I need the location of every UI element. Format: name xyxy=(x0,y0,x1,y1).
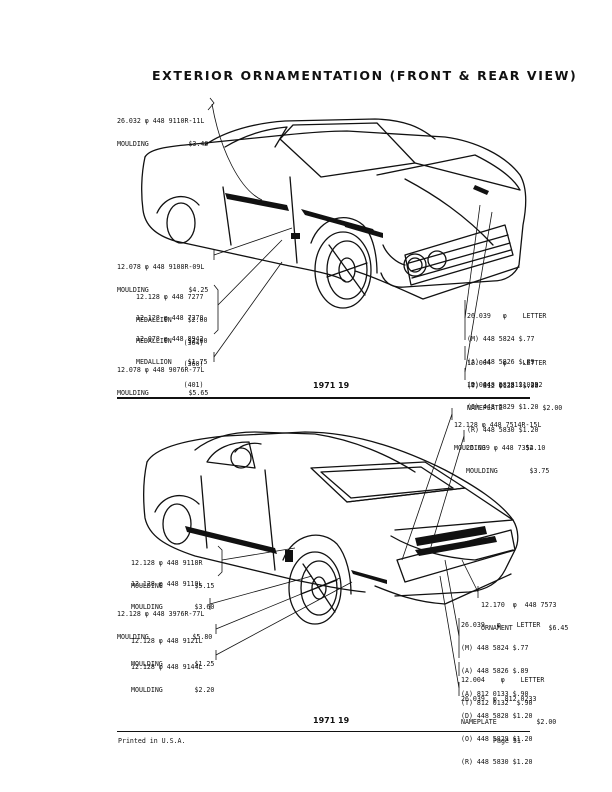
callout-line: (M) 448 5824 $.77 xyxy=(467,334,535,343)
callout-front-medallion-360: 12.128 φ 448 7278 MEDALLION $2.00 (360) xyxy=(136,300,207,376)
callout-rear-side-moulding-r: 12.128 φ 448 9118R MOULDING $5.15 xyxy=(131,545,214,598)
callout-rear-nameplate: 26.039 φ 812 0233 NAMEPLATE $2.00 xyxy=(461,681,556,734)
callout-line: (R) 448 5830 $1.20 xyxy=(467,426,539,435)
callout-front-nameplate: 12.004 φ 812 0232 NAMEPLATE $2.00 xyxy=(467,367,562,420)
callout-line: (D) 448 5828 $1.20 xyxy=(467,380,539,389)
callout-line: MOULDING $2.20 xyxy=(131,685,215,694)
callout-front-letter-t: 12.004 φ LETTER (T) 812 0132 $.90 xyxy=(467,345,546,398)
callout-line: MEDALLION $2.00 xyxy=(136,315,208,324)
callout-line: NAMEPLATE $2.00 xyxy=(467,403,563,412)
callout-line: 12.078 φ 448 9108R-09L xyxy=(117,263,205,272)
callout-rear-quarter-moulding: 12.128 φ 448 9121L MOULDING $1.25 xyxy=(131,623,214,676)
callout-line: NAMEPLATE $2.00 xyxy=(461,717,557,726)
callout-line: 26.039 φ LETTER xyxy=(461,621,541,630)
callout-line: 12.128 φ 448 7278 xyxy=(136,314,204,323)
callout-line: 12.128 φ 448 9118R xyxy=(131,559,203,568)
callout-line: 26.039 φ LETTER xyxy=(467,312,547,321)
rear-view-car-illustration xyxy=(143,431,519,625)
callout-line: (401) xyxy=(136,380,204,389)
callout-line: 26.039 φ 812 0233 xyxy=(461,695,537,704)
callout-line: (T) 812 0132 $.90 xyxy=(467,381,539,390)
callout-line: MOULDING $3.40 xyxy=(117,139,209,148)
callout-line: (A) 812 0133 $.90 xyxy=(461,689,529,698)
callout-line: ORNAMENT $6.45 xyxy=(481,623,569,632)
callout-line: (M) 448 5824 $.77 xyxy=(461,643,529,652)
callout-line: 26.039 φ 448 7354 xyxy=(466,444,534,453)
callout-line: 12.004 φ 812 0232 xyxy=(467,381,543,390)
callout-line: (D) 448 5828 $1.20 xyxy=(461,712,533,721)
callout-line: (A) 448 5826 $.89 xyxy=(461,666,529,675)
footer-page-number: Page 51 xyxy=(493,737,521,745)
callout-line: 12.128 φ 448 9144L xyxy=(131,663,203,672)
callout-front-lower-moulding: 12.078 φ 448 9076R-77L MOULDING $5.65 xyxy=(117,352,208,405)
callout-rear-roof-moulding: 12.128 φ 448 7514R-15L MOULDING $2.10 xyxy=(454,407,545,460)
callout-front-medallion-401: 12.078 φ 448 8942 MEDALLION $1.75 (401) xyxy=(136,321,207,397)
callout-rear-letter-t: 12.004 φ LETTER (T) 812 0132 $.90 xyxy=(461,662,544,715)
callout-line: MOULDING $2.10 xyxy=(454,443,546,452)
callout-line: MEDALLION $1.75 xyxy=(136,357,208,366)
page-title: EXTERIOR ORNAMENTATION (FRONT & REAR VIE… xyxy=(152,68,578,83)
callout-line: (304) xyxy=(136,338,204,347)
callout-front-hood-letters: 26.039 φ LETTER (M) 448 5824 $.77 (A) 44… xyxy=(467,298,546,442)
callout-front-medallion-304: 12.128 φ 448 7277 MEDALLION $2.00 (304) xyxy=(136,279,207,355)
callout-line: MOULDING $5.15 xyxy=(131,581,215,590)
front-view-car-illustration xyxy=(141,118,527,309)
rear-year-mark: 1971 19 xyxy=(313,716,350,725)
callout-line: 12.078 φ 448 8942 xyxy=(136,335,204,344)
callout-line: 12.170 φ 448 7573 xyxy=(481,601,557,610)
callout-line: 12.078 φ 448 9076R-77L xyxy=(117,366,205,375)
callout-line: 12.128 φ 448 7277 xyxy=(136,293,204,302)
callout-line: MEDALLION $2.00 xyxy=(136,336,208,345)
callout-line: (A) 448 5826 $.89 xyxy=(467,357,535,366)
callout-rear-deck-letters: 26.039 φ LETTER (M) 448 5824 $.77 (A) 44… xyxy=(461,607,540,774)
callout-line: MOULDING $4.25 xyxy=(117,285,209,294)
footer-printed-note: Printed in U.S.A. xyxy=(118,737,186,745)
callout-rear-lower-moulding: 12.128 φ 448 3976R-77L MOULDING $5.80 xyxy=(117,596,212,649)
callout-line: MOULDING $5.65 xyxy=(117,388,209,397)
callout-front-upper-moulding: 26.032 φ 448 9110R-11L MOULDING $3.40 xyxy=(117,103,208,156)
section-divider xyxy=(117,397,530,399)
callout-line: (O) 448 5829 $1.20 xyxy=(467,403,539,412)
callout-line: 12.128 φ 448 3976R-77L xyxy=(117,610,205,619)
callout-line: (T) 812 0132 $.90 xyxy=(461,698,533,707)
callout-line: MOULDING $1.25 xyxy=(131,659,215,668)
callout-line: 12.128 φ 448 9119L xyxy=(131,580,203,589)
footer-divider xyxy=(117,731,530,732)
front-year-mark: 1971 19 xyxy=(313,381,350,390)
callout-rear-ornament: 12.170 φ 448 7573 ORNAMENT $6.45 xyxy=(481,587,568,640)
callout-rear-wheel-moulding: 12.128 φ 448 9144L MOULDING $2.20 xyxy=(131,649,214,702)
callout-rear-window-moulding: 26.039 φ 448 7354 MOULDING $3.75 xyxy=(466,430,549,483)
callout-line: (360) xyxy=(136,359,204,368)
callout-line: 12.128 φ 448 9121L xyxy=(131,637,203,646)
callout-line: MOULDING $3.60 xyxy=(131,602,215,611)
rear-leader-lines xyxy=(209,408,479,696)
callout-line: 12.004 φ LETTER xyxy=(467,359,547,368)
callout-line: 12.004 φ LETTER xyxy=(461,676,545,685)
callout-line: 26.032 φ 448 9110R-11L xyxy=(117,117,205,126)
callout-rear-side-moulding-l: 12.128 φ 448 9119L MOULDING $3.60 xyxy=(131,566,214,619)
callout-line: 12.128 φ 448 7514R-15L xyxy=(454,421,542,430)
callout-front-side-moulding: 12.078 φ 448 9108R-09L MOULDING $4.25 xyxy=(117,249,208,302)
callout-line: MOULDING $3.75 xyxy=(466,466,550,475)
front-leader-lines xyxy=(207,97,493,380)
callout-line: (O) 448 5829 $1.20 xyxy=(461,735,533,744)
callout-line: (R) 448 5830 $1.20 xyxy=(461,757,533,766)
callout-line: MOULDING $5.80 xyxy=(117,632,213,641)
